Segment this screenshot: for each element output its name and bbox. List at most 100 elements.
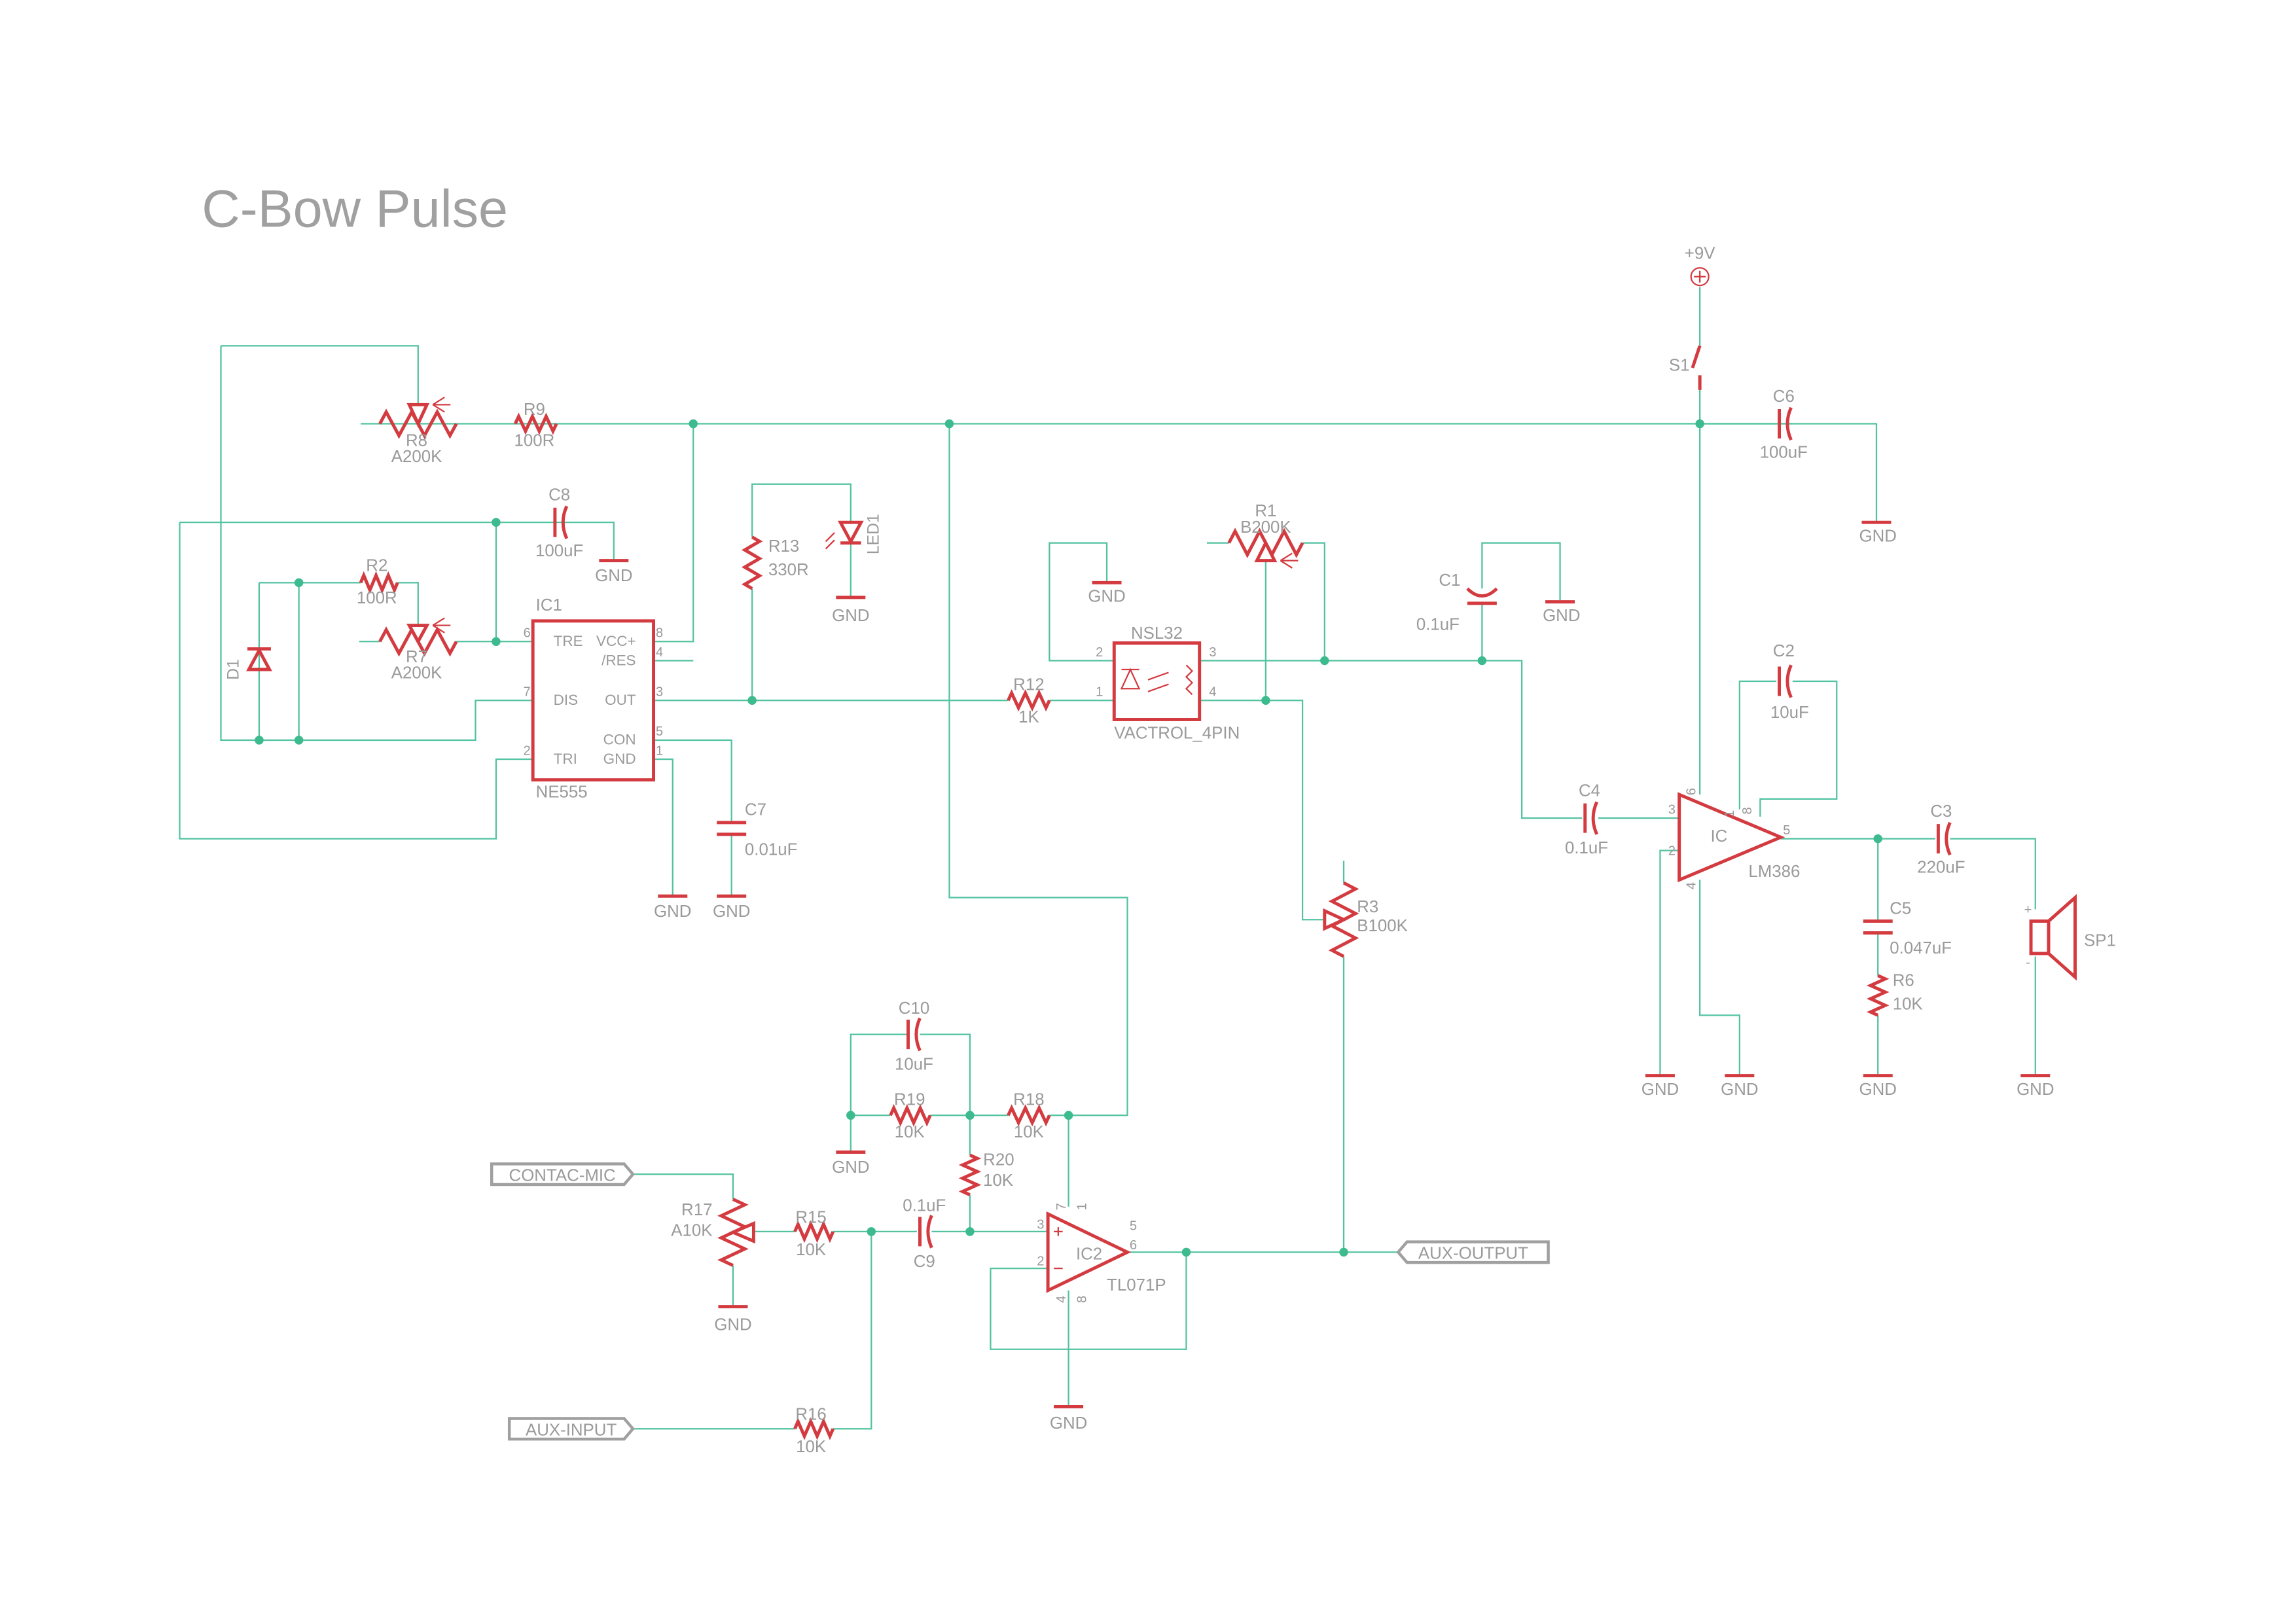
resistor-r19[interactable] (889, 1104, 932, 1127)
resistor-r13[interactable] (742, 535, 763, 590)
label-r2: R2 (366, 556, 387, 575)
diode-d1[interactable] (246, 647, 272, 671)
opamp-tl071[interactable] (1046, 1211, 1132, 1293)
capacitor-c8[interactable] (553, 505, 569, 539)
label-sp1: SP1 (2084, 932, 2116, 950)
wire (1699, 880, 1740, 1075)
amplifier-lm386[interactable] (1677, 792, 1785, 883)
junction-dot (294, 736, 304, 745)
capacitor-c10[interactable] (906, 1017, 922, 1052)
label-lm-p1: 1 (1723, 810, 1737, 817)
wire (990, 1252, 1187, 1350)
port-label: AUX-INPUT (526, 1421, 617, 1439)
wire (751, 483, 852, 537)
resistor-r16[interactable] (793, 1417, 835, 1440)
label-r3: R3 (1357, 898, 1378, 916)
wire (1481, 603, 1583, 819)
potentiometer-r17[interactable] (717, 1198, 755, 1267)
speaker-sp1[interactable] (2029, 894, 2077, 981)
wire (1659, 849, 1679, 1075)
wire (1049, 1115, 1069, 1207)
label-r13: R13 (768, 537, 799, 556)
potentiometer-r7[interactable] (378, 617, 458, 657)
resistor-r15[interactable] (793, 1220, 835, 1243)
capacitor-c3[interactable] (1936, 821, 1952, 856)
resistor-r6[interactable] (1866, 974, 1890, 1017)
label-lm-p3: 3 (1668, 802, 1676, 817)
wire (920, 1033, 971, 1156)
label-r17: R17 (681, 1201, 712, 1219)
junction-dot (1320, 656, 1329, 666)
label-c10: C10 (899, 999, 929, 1018)
junction-dot (747, 696, 757, 705)
capacitor-c9[interactable] (918, 1215, 933, 1249)
labels: R8A200KR9100RC6100uFGND+9VS1C8100uFGNDR2… (224, 245, 2115, 1456)
wire (179, 522, 615, 560)
vactrol-nsl32[interactable] (1112, 641, 1202, 721)
label-ic1-vcc: VCC+ (596, 633, 636, 649)
junction-dot (492, 518, 501, 527)
label-tl-p7: 7 (1054, 1203, 1069, 1210)
label-r3v: B100K (1357, 917, 1408, 935)
label-r12: R12 (1013, 676, 1044, 694)
led-led1[interactable] (825, 520, 864, 550)
label-gnd-c6: GND (1859, 527, 1896, 545)
wire (1049, 542, 1115, 662)
label-ic1-p5: 5 (656, 724, 663, 739)
wire (179, 522, 533, 840)
resistor-r18[interactable] (1007, 1104, 1051, 1127)
wire (850, 1033, 907, 1116)
components (246, 267, 2077, 1440)
supply-9v[interactable] (1690, 267, 1710, 287)
wire (1481, 542, 1561, 601)
wire (361, 423, 1878, 523)
junction-dot (1873, 834, 1882, 844)
junction-dot (689, 419, 698, 429)
capacitor-c4[interactable] (1583, 801, 1599, 835)
label-r20v: 10K (983, 1171, 1013, 1190)
label-led1: LED1 (865, 514, 883, 554)
potentiometer-r3[interactable] (1323, 881, 1359, 958)
label-r8: R8 (406, 431, 427, 450)
label-ic1-p6: 6 (524, 626, 531, 641)
port-aux-input[interactable]: AUX-INPUT (507, 1417, 636, 1441)
label-ic1-tre: TRE (554, 633, 583, 649)
capacitor-c2[interactable] (1778, 664, 1793, 698)
wire (653, 758, 673, 895)
junction-dot (1339, 1247, 1348, 1257)
resistor-r20[interactable] (958, 1153, 982, 1196)
label-r6: R6 (1893, 971, 1914, 990)
capacitor-c5[interactable] (1863, 919, 1893, 935)
label-icv: LM386 (1748, 863, 1800, 881)
label-ic1-p4: 4 (656, 645, 663, 660)
potentiometer-r8[interactable] (378, 397, 458, 439)
label-tl-p1: 1 (1075, 1203, 1090, 1210)
wires (179, 287, 2036, 1430)
junction-dot (492, 637, 501, 647)
resistor-r9[interactable] (513, 412, 558, 435)
port-contac-mic[interactable]: CONTAC-MIC (490, 1162, 636, 1186)
port-aux-output[interactable]: AUX-OUTPUT (1396, 1240, 1550, 1264)
label-c2: C2 (1773, 642, 1795, 660)
label-c4v: 0.1uF (1565, 839, 1608, 857)
wire (220, 346, 533, 741)
resistor-r12[interactable] (1007, 689, 1051, 712)
label-nsl-p3: 3 (1209, 645, 1216, 660)
capacitor-c1[interactable] (1466, 587, 1498, 605)
capacitor-c7[interactable] (717, 821, 747, 836)
resistor-r2[interactable] (359, 571, 399, 595)
schematic-title: C-Bow Pulse (202, 179, 508, 238)
label-s1: S1 (1669, 357, 1690, 375)
label-c6: C6 (1773, 387, 1795, 406)
switch-s1[interactable] (1691, 345, 1702, 390)
label-gnd-r19: GND (832, 1158, 869, 1177)
label-r1v: B200K (1240, 518, 1291, 537)
ic1-ne555[interactable] (531, 619, 656, 782)
capacitor-c6[interactable] (1778, 406, 1793, 441)
label-r1: R1 (1255, 502, 1276, 520)
label-r18: R18 (1013, 1091, 1044, 1109)
label-c7: C7 (745, 801, 766, 819)
label-ic1-tri: TRI (554, 751, 577, 767)
potentiometer-r1[interactable] (1227, 527, 1304, 569)
